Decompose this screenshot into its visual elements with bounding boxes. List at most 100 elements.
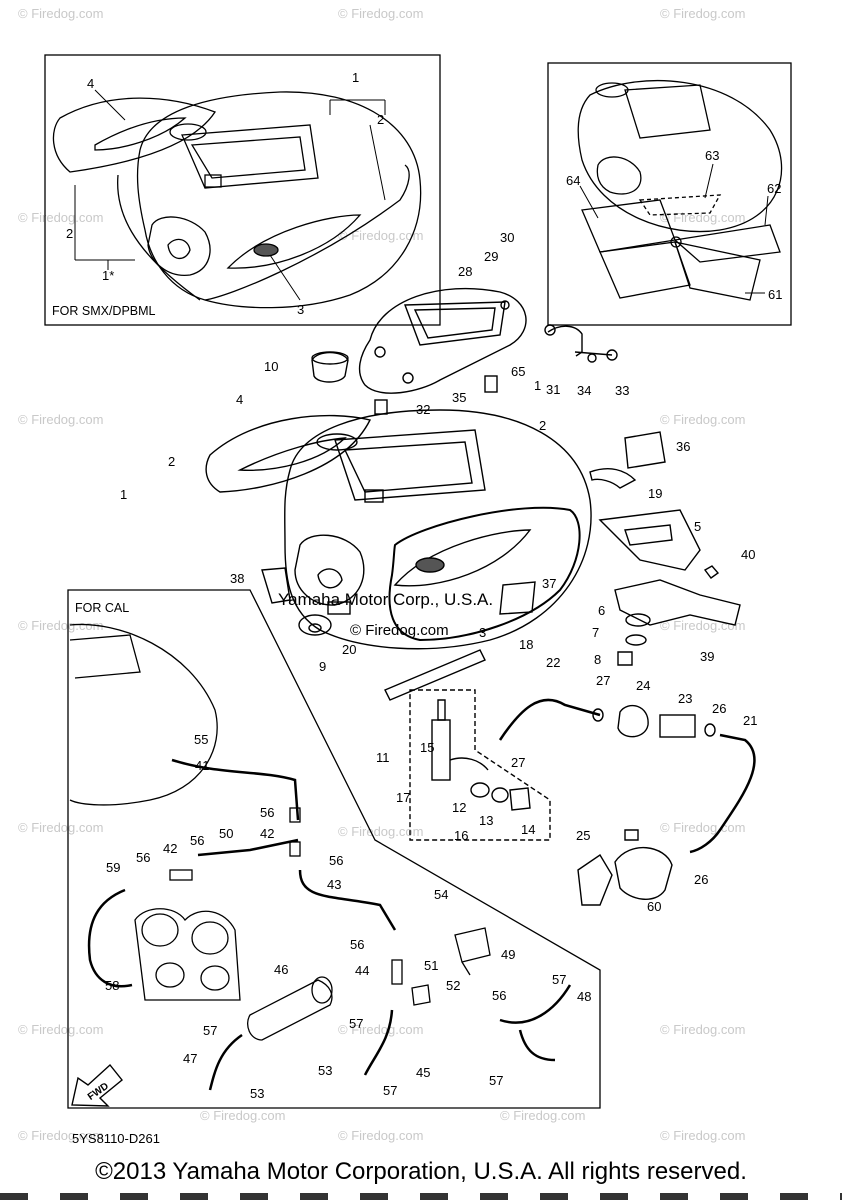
callout: 56 [350, 937, 364, 952]
callout: 21 [743, 713, 757, 728]
watermark: © Firedog.com [660, 1022, 745, 1037]
watermark: © Firedog.com [338, 824, 423, 839]
callout: 57 [552, 972, 566, 987]
main-tank-assembly [205, 287, 741, 701]
callout: 42 [260, 826, 274, 841]
callout: 55 [194, 732, 208, 747]
smx-dpbml-inset [44, 54, 441, 326]
callout: 45 [416, 1065, 430, 1080]
inset-frame [67, 589, 601, 1109]
callout: 1 [120, 487, 127, 502]
callout: 2 [168, 454, 175, 469]
callout: 18 [519, 637, 533, 652]
smx-dpbml-label: FOR SMX/DPBML [52, 304, 156, 318]
callout: 4 [87, 76, 94, 91]
watermark: © Firedog.com [660, 6, 745, 21]
callout: 1 [534, 378, 541, 393]
callout: 14 [521, 822, 535, 837]
inset-frame [547, 62, 792, 326]
callout: 7 [592, 625, 599, 640]
callout: 48 [577, 989, 591, 1004]
callout: 25 [576, 828, 590, 843]
watermark: © Firedog.com [18, 1022, 103, 1037]
callout: 57 [203, 1023, 217, 1038]
callout: 64 [566, 173, 580, 188]
callout: 56 [190, 833, 204, 848]
callout: 33 [615, 383, 629, 398]
callout: 28 [458, 264, 472, 279]
evap-canister [247, 979, 333, 1041]
watermark: © Firedog.com [338, 1022, 423, 1037]
main-tank-body [284, 409, 592, 650]
callout: 19 [648, 486, 662, 501]
callout: 62 [767, 181, 781, 196]
cal-label: FOR CAL [75, 601, 129, 615]
callout: 27 [511, 755, 525, 770]
watermark-layer: © Firedog.com © Firedog.com © Firedog.co… [18, 6, 745, 1143]
callout: 23 [678, 691, 692, 706]
callout: 44 [355, 963, 369, 978]
callout: 52 [446, 978, 460, 993]
watermark: © Firedog.com [18, 412, 103, 427]
watermark: © Firedog.com [18, 1128, 103, 1143]
callout: 61 [768, 287, 782, 302]
callout: 2 [539, 418, 546, 433]
callout: 39 [700, 649, 714, 664]
callout: 53 [318, 1063, 332, 1078]
callout: 30 [500, 230, 514, 245]
callout: 3 [479, 625, 486, 640]
callout: 11 [376, 750, 390, 765]
watermark: © Firedog.com [18, 6, 103, 21]
watermark: © Firedog.com [660, 820, 745, 835]
callout: 35 [452, 390, 466, 405]
inset-frame [44, 54, 441, 326]
top-cover [358, 287, 527, 394]
callout: 56 [492, 988, 506, 1003]
watermark: © Firedog.com [338, 1128, 423, 1143]
callout: 20 [342, 642, 356, 657]
callout: 56 [136, 850, 150, 865]
callout: 36 [676, 439, 690, 454]
callout: 47 [183, 1051, 197, 1066]
watermark: © Firedog.com [200, 1108, 285, 1123]
callout: 24 [636, 678, 650, 693]
callout: 38 [230, 571, 244, 586]
watermark: © Firedog.com [660, 618, 745, 633]
watermark: © Firedog.com [500, 1108, 585, 1123]
callout: 46 [274, 962, 288, 977]
callout: 40 [741, 547, 755, 562]
callout: 12 [452, 800, 466, 815]
callout: 6 [598, 603, 605, 618]
callout: 32 [416, 402, 430, 417]
callout: 43 [327, 877, 341, 892]
watermark: © Firedog.com [338, 6, 423, 21]
cal-evap-inset [67, 589, 601, 1109]
callout: 4 [236, 392, 243, 407]
callout: 29 [484, 249, 498, 264]
callout: 17 [396, 790, 410, 805]
callout: 57 [349, 1016, 363, 1031]
callout: 60 [647, 899, 661, 914]
callout: 63 [705, 148, 719, 163]
watermark: © Firedog.com [18, 210, 103, 225]
underside-inset [547, 62, 792, 326]
callout: 49 [501, 947, 515, 962]
center-watermark: © Firedog.com [350, 622, 449, 639]
watermark: © Firedog.com [660, 1128, 745, 1143]
callout: 51 [424, 958, 438, 973]
callout: 31 [546, 382, 560, 397]
watermark: © Firedog.com [18, 618, 103, 633]
callout: 27 [596, 673, 610, 688]
callout: 59 [106, 860, 120, 875]
callout: 22 [546, 655, 560, 670]
callout: 34 [577, 383, 591, 398]
fwd-arrow-icon: FWD [71, 1063, 123, 1107]
watermark: © Firedog.com [660, 210, 745, 225]
watermark: © Firedog.com [18, 820, 103, 835]
callout: 8 [594, 652, 601, 667]
callout: 13 [479, 813, 493, 828]
callout: 56 [329, 853, 343, 868]
center-watermark: Yamaha Motor Corp., U.S.A. [278, 590, 493, 609]
callout: 1 [352, 70, 359, 85]
